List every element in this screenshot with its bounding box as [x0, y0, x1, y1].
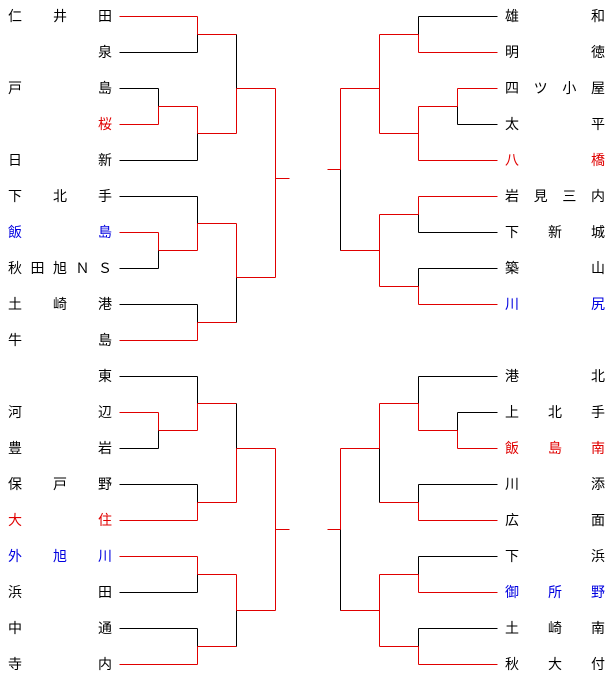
team-name: 港北 [505, 369, 605, 385]
team-name: 下浜 [505, 549, 605, 565]
team-entry: 河辺 [8, 403, 112, 423]
team-name: 上北手 [505, 405, 605, 421]
team-entry: 秋田旭ＮＳ [8, 259, 112, 279]
team-name: 泉 [8, 45, 112, 61]
team-name: 牛島 [8, 333, 112, 349]
team-entry: 戸島 [8, 79, 112, 99]
team-entry: 寺内 [8, 655, 112, 675]
team-name: 土崎港 [8, 297, 112, 313]
team-entry: 太平 [505, 115, 605, 135]
team-entry: 下浜 [505, 547, 605, 567]
team-entry: 秋大付 [505, 655, 605, 675]
team-name: 土崎南 [505, 621, 605, 637]
team-name: 仁井田 [8, 9, 112, 25]
team-name: 浜田 [8, 585, 112, 601]
team-name: 御所野 [505, 585, 605, 601]
team-entry: 飯島南 [505, 439, 605, 459]
team-name: 築山 [505, 261, 605, 277]
team-entry: 上北手 [505, 403, 605, 423]
team-name: 戸島 [8, 81, 112, 97]
team-name: 豊岩 [8, 441, 112, 457]
team-entry: 広面 [505, 511, 605, 531]
team-entry: 日新 [8, 151, 112, 171]
team-entry: 岩見三内 [505, 187, 605, 207]
team-name: 外旭川 [8, 549, 112, 565]
team-name: 飯島 [8, 225, 112, 241]
team-name: 中通 [8, 621, 112, 637]
team-entry: 土崎南 [505, 619, 605, 639]
team-name: 下北手 [8, 189, 112, 205]
team-name: 岩見三内 [505, 189, 605, 205]
team-name: 広面 [505, 513, 605, 529]
team-name: 明徳 [505, 45, 605, 61]
team-entry: 下新城 [505, 223, 605, 243]
team-name: 桜 [8, 117, 112, 133]
team-entry: 豊岩 [8, 439, 112, 459]
team-entry: 下北手 [8, 187, 112, 207]
team-entry: 浜田 [8, 583, 112, 603]
team-entry: 中通 [8, 619, 112, 639]
team-name: 飯島南 [505, 441, 605, 457]
team-entry: 八橋 [505, 151, 605, 171]
team-entry: 東 [8, 367, 112, 387]
team-name: 秋大付 [505, 657, 605, 673]
team-entry: 飯島 [8, 223, 112, 243]
team-name: 東 [8, 369, 112, 385]
team-entry: 仁井田 [8, 7, 112, 27]
team-entry: 明徳 [505, 43, 605, 63]
team-name: 秋田旭ＮＳ [8, 261, 112, 277]
team-entry: 桜 [8, 115, 112, 135]
team-entry: 川尻 [505, 295, 605, 315]
team-name: 川尻 [505, 297, 605, 313]
team-entry: 大住 [8, 511, 112, 531]
team-entry: 築山 [505, 259, 605, 279]
team-name: 大住 [8, 513, 112, 529]
team-entry: 港北 [505, 367, 605, 387]
team-entry: 外旭川 [8, 547, 112, 567]
team-name: 下新城 [505, 225, 605, 241]
team-entry: 四ツ小屋 [505, 79, 605, 99]
team-entry: 保戸野 [8, 475, 112, 495]
team-name: 日新 [8, 153, 112, 169]
team-entry: 土崎港 [8, 295, 112, 315]
team-name: 川添 [505, 477, 605, 493]
team-name: 八橋 [505, 153, 605, 169]
team-name: 保戸野 [8, 477, 112, 493]
team-entry: 御所野 [505, 583, 605, 603]
team-name: 太平 [505, 117, 605, 133]
team-name: 寺内 [8, 657, 112, 673]
team-entry: 雄和 [505, 7, 605, 27]
team-name: 雄和 [505, 9, 605, 25]
team-entry: 川添 [505, 475, 605, 495]
team-name: 四ツ小屋 [505, 81, 605, 97]
team-entry: 泉 [8, 43, 112, 63]
team-entry: 牛島 [8, 331, 112, 351]
team-name: 河辺 [8, 405, 112, 421]
